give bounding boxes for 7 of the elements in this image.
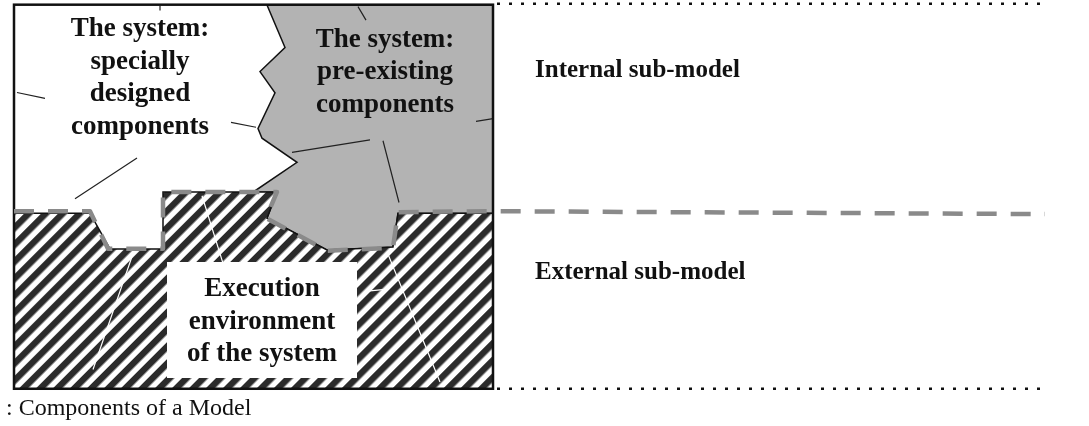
hatched-region [14,191,493,389]
band-label: External sub-model [535,255,746,286]
caption: : Components of a Model [6,393,252,421]
region-label: The system: pre-existing components [314,22,456,120]
region-label: The system: specially designed components [55,11,225,141]
band-label: Internal sub-model [535,53,740,84]
region-label: Execution environment of the system [167,262,357,378]
